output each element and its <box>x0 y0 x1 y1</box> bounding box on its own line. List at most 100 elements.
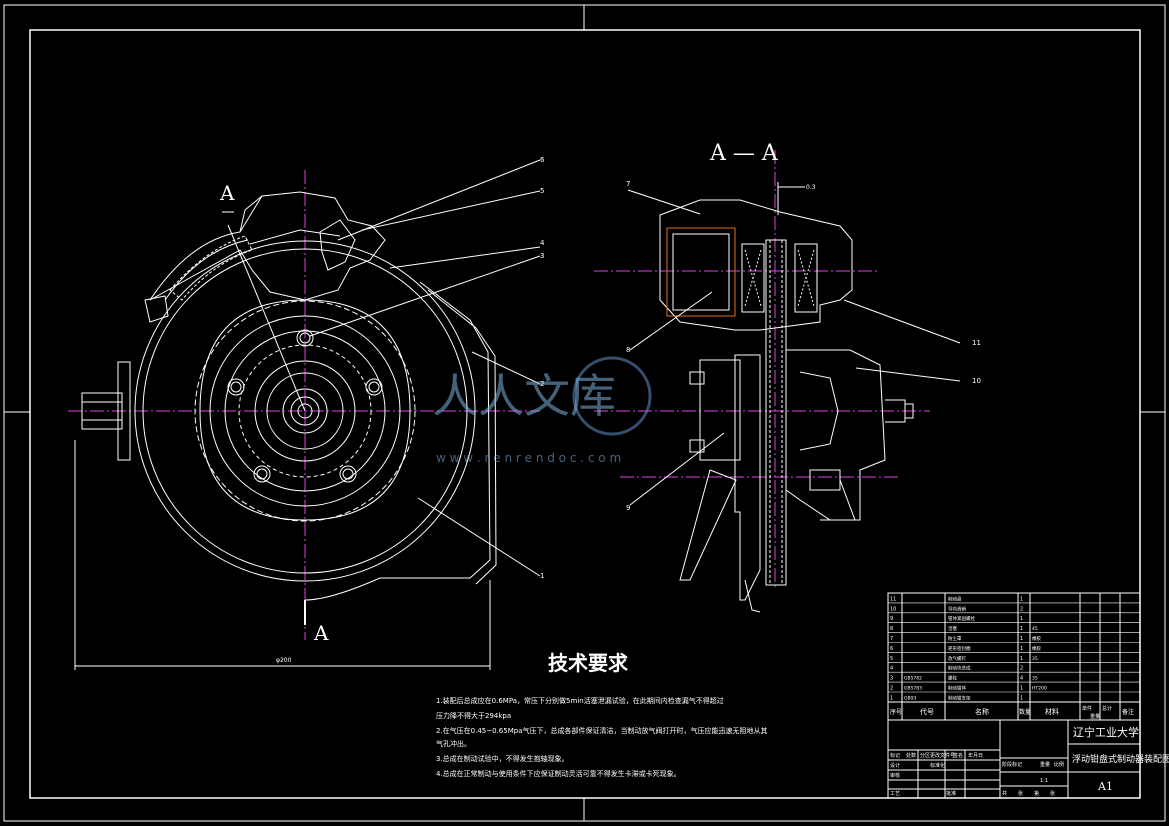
tech-req-body: 1.装配后总成应在0.6MPa，常压下分别做5min活塞泄漏试验，在此期间内检查… <box>436 696 768 778</box>
bom-name: 防尘罩 <box>948 635 962 642</box>
school-name: 辽宁工业大学 <box>1073 725 1139 739</box>
callout-right-7: 7 <box>626 180 630 188</box>
bom-name: 矩形密封圈 <box>948 645 971 652</box>
bom-header-mat: 材料 <box>1045 707 1059 716</box>
bom-qty: 1 <box>1020 616 1023 622</box>
title-block-label: 比例 <box>1054 761 1064 768</box>
bom-qty: 1 <box>1020 636 1023 642</box>
bom-no: 7 <box>890 636 893 642</box>
watermark-logo-ring <box>572 356 652 436</box>
drawing-title: 浮动钳盘式制动器装配图 <box>1072 753 1169 765</box>
callout-right-9: 9 <box>626 504 630 512</box>
bom-no: 10 <box>890 606 896 612</box>
bom-no: 9 <box>890 616 893 622</box>
front-view <box>68 159 541 670</box>
title-block-labels: 标记处数分区更改文件号签名年月日设计标准化阶段标记重量比例审核工艺批准共张第张 <box>890 752 1064 797</box>
title-block-label: 更改文件号 <box>930 752 955 759</box>
bom-name: 制动块总成 <box>948 665 971 672</box>
bom-mat: HT200 <box>1032 686 1047 692</box>
bom-no: 11 <box>890 596 896 602</box>
title-block-label: 审核 <box>890 772 900 779</box>
bom-header-note: 备注 <box>1122 708 1134 716</box>
callout-right-10: 10 <box>972 377 981 385</box>
inner-border <box>29 29 1141 799</box>
tech-req-title: 技术要求 <box>548 651 629 675</box>
bom-mat: 35 <box>1032 656 1038 662</box>
bom-header-qty: 数量 <box>1019 708 1031 716</box>
bom-name: 活塞 <box>948 625 957 632</box>
title-block-label: 批准 <box>946 790 956 797</box>
bom-qty: 2 <box>1020 666 1023 672</box>
bom-header-unit: 单件 <box>1082 705 1092 712</box>
sheet-size: A1 <box>1097 780 1113 793</box>
bom-no: 1 <box>890 695 893 701</box>
bom-qty: 1 <box>1020 656 1023 662</box>
bom-qty: 1 <box>1020 686 1023 692</box>
bom-no: 3 <box>890 676 893 682</box>
title-block-label: 重量 <box>1040 761 1050 768</box>
bom-mat: 45 <box>1032 626 1038 632</box>
tech-req-line: 2.在气压在0.45~0.65Mpa气压下，总成各部件保证清洁，当制动放气阀打开… <box>436 726 768 735</box>
bom-name: 制动钳支架 <box>948 694 971 701</box>
title-block-label: 工艺 <box>890 791 900 797</box>
bom-header-total: 总计 <box>1102 705 1112 712</box>
bom-header-no: 序号 <box>890 708 902 716</box>
bom-header-name: 名称 <box>975 707 989 716</box>
title-block-label: 签名 <box>953 752 963 759</box>
bom-mat: 35 <box>1032 676 1038 682</box>
title-block-label: 标准化 <box>930 762 945 769</box>
bom-code: GB5782 <box>904 676 922 682</box>
scale-value: 1:1 <box>1040 778 1048 784</box>
callout-right-8: 8 <box>626 346 630 354</box>
title-block-label: 第 <box>1034 790 1039 797</box>
bom-name: 钳体紧固螺栓 <box>948 615 975 622</box>
bom-mat: 橡胶 <box>1032 645 1041 652</box>
gap-dimension: 0.3 <box>806 184 816 191</box>
callout-left-3: 3 <box>540 252 544 260</box>
watermark-text: 人人文库 <box>432 369 616 423</box>
bom-qty: 1 <box>1020 646 1023 652</box>
tech-req-line: 压力降不得大于294kpa <box>436 711 511 720</box>
tech-req-line: 3.总成在制动试验中，不得发生抱轴现象。 <box>436 754 569 763</box>
bom-qty: 1 <box>1020 626 1023 632</box>
title-block-label: 设计 <box>890 762 900 769</box>
bom-no: 2 <box>890 686 893 692</box>
section-label-left: A <box>219 181 235 205</box>
watermark-url: w w w . r e n r e n d o c . c o m <box>436 451 621 465</box>
callout-left-2: 2 <box>540 380 544 388</box>
title-block-label: 阶段标记 <box>1002 761 1022 768</box>
bom-no: 5 <box>890 656 893 662</box>
bom-qty: 4 <box>1020 676 1023 682</box>
title-block-label: 共 <box>1002 790 1007 797</box>
callout-right-11: 11 <box>972 339 981 347</box>
bom-no: 4 <box>890 666 893 672</box>
title-block-label: 处数 <box>906 752 916 759</box>
callout-left-5: 5 <box>540 187 544 195</box>
callout-left-4: 4 <box>540 239 545 247</box>
bom-qty: 1 <box>1020 695 1023 701</box>
section-label-bottom: A <box>313 621 329 645</box>
tech-req-line: 1.装配后总成应在0.6MPa，常压下分别做5min活塞泄漏试验，在此期间内检查… <box>436 696 724 705</box>
section-view <box>594 150 961 613</box>
title-block-label: 张 <box>1018 790 1023 797</box>
title-block-label: 张 <box>1050 790 1055 797</box>
bom-code: GB93 <box>904 695 916 701</box>
bom-name: 螺栓 <box>948 675 957 682</box>
bom-code: GB5783 <box>904 686 922 692</box>
watermark: 人人文库 w w w . r e n r e n d o c . c o m <box>432 356 652 465</box>
callout-left-6: 6 <box>540 156 545 164</box>
bom-no: 8 <box>890 626 893 632</box>
tech-req-line: 气孔冲出。 <box>436 739 471 748</box>
callout-left-1: 1 <box>540 572 544 580</box>
part-callouts: 6 5 4 3 2 1 7 8 9 11 10 <box>540 156 981 580</box>
tech-req-line: 4.总成在正常制动与使用条件下应保证制动灵活可靠不得发生卡滞或卡死现象。 <box>436 769 681 778</box>
title-block-label: 分区 <box>920 752 930 759</box>
bom-header-weight: 重量 <box>1090 713 1100 720</box>
bom-mat: 橡胶 <box>1032 635 1041 642</box>
bom-header-code: 代号 <box>920 707 934 716</box>
bom-name: 制动盘 <box>948 595 962 602</box>
bom-qty: 1 <box>1020 596 1023 602</box>
